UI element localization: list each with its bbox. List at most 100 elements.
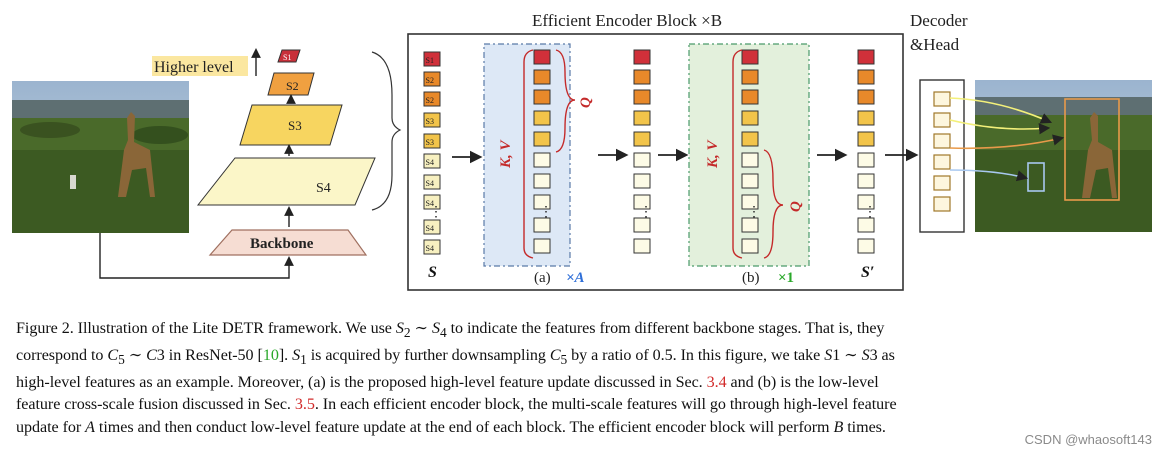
feature-box-2 — [741, 110, 759, 126]
feature-level-label: S4 — [426, 244, 434, 253]
encoder-block-title: Efficient Encoder Block ×B — [532, 11, 722, 30]
feature-box-2 — [741, 69, 759, 85]
panel-b-repeat: ×1 — [778, 270, 794, 286]
feature-box-3 — [857, 217, 875, 233]
feature-box-3 — [857, 110, 875, 126]
pyramid-s4-label: S4 — [316, 181, 331, 196]
decoder-query-box — [933, 154, 951, 170]
feature-box-1 — [633, 152, 651, 168]
feature-box-2 — [741, 194, 759, 210]
feature-box-3 — [857, 152, 875, 168]
feature-box-3 — [857, 69, 875, 85]
feature-box-s — [423, 239, 441, 255]
ellipsis-dots: ⋮ — [539, 205, 553, 220]
higher-level-highlight — [152, 56, 248, 76]
feature-box-0 — [533, 238, 551, 254]
decoder-label: Decoder — [910, 11, 968, 30]
panel-a-label: (a) — [534, 270, 551, 286]
panel-b-q-label: Q — [788, 201, 804, 212]
column-s-prime-label: S′ — [861, 264, 874, 281]
feature-box-s — [423, 153, 441, 169]
feature-box-2 — [741, 173, 759, 189]
lite-detr-framework-diagram: Higher level S1 S2 S3 S4 Backbone Effici… — [12, 11, 1152, 291]
ellipsis-dots: ⋮ — [747, 205, 761, 220]
image-to-backbone-arrow — [99, 233, 294, 279]
caption-line-2: correspond to C5 ∼ C3 in ResNet-50 [10].… — [16, 346, 895, 368]
feature-box-2 — [741, 217, 759, 233]
feature-box-0 — [533, 131, 551, 147]
output-image — [949, 80, 1152, 232]
feature-box-2 — [741, 238, 759, 254]
feature-level-label: S4 — [426, 158, 434, 167]
feature-box-1 — [633, 69, 651, 85]
panel-a-q-label: Q — [578, 97, 594, 108]
feature-box-0 — [533, 152, 551, 168]
feature-level-label: S3 — [426, 117, 434, 126]
feature-level-label: S1 — [426, 56, 434, 65]
efficient-encoder-block: Efficient Encoder Block ×B S1S2S2S3S3S4S… — [407, 11, 919, 291]
caption-line-5: update for A times and then conduct low-… — [16, 418, 886, 436]
feature-box-3 — [857, 238, 875, 254]
feature-box-1 — [633, 238, 651, 254]
feature-box-1 — [633, 194, 651, 210]
ellipsis-dots: ⋮ — [863, 205, 877, 220]
caption-line-4: feature cross-scale fusion discussed in … — [16, 396, 897, 414]
pyramid-s3 — [239, 104, 343, 146]
feature-box-s — [423, 194, 441, 210]
giraffe-bbox — [1064, 98, 1120, 201]
feature-box-2 — [741, 131, 759, 147]
feature-box-s — [423, 71, 441, 87]
higher-level-label: Higher level — [154, 59, 234, 76]
feature-box-s — [423, 133, 441, 149]
feature-box-s — [423, 112, 441, 128]
feature-box-3 — [857, 49, 875, 65]
feature-box-3 — [857, 173, 875, 189]
feature-box-1 — [633, 173, 651, 189]
decoder-queries — [933, 91, 951, 212]
feature-level-label: S2 — [426, 96, 434, 105]
ellipsis-dots: ⋮ — [639, 205, 653, 220]
feature-level-label: S4 — [426, 179, 434, 188]
watermark: CSDN @whaosoft143 — [1024, 432, 1152, 447]
panel-a — [483, 43, 571, 267]
decoder-query-box — [933, 112, 951, 128]
feature-box-0 — [533, 89, 551, 105]
feature-box-1 — [633, 110, 651, 126]
pyramid-brace — [371, 51, 402, 211]
feature-box-1 — [633, 49, 651, 65]
feature-box-0 — [533, 69, 551, 85]
pyramid-s1 — [277, 49, 301, 63]
feature-box-2 — [741, 49, 759, 65]
decoder-head: Decoder &Head — [910, 11, 968, 233]
feature-pyramid: Higher level S1 S2 S3 S4 Backbone — [99, 48, 402, 279]
pyramid-s2-label: S2 — [286, 79, 299, 93]
feature-box-2 — [741, 152, 759, 168]
feature-level-label: S4 — [426, 199, 434, 208]
pyramid-s3-label: S3 — [288, 118, 302, 133]
panel-b-kv-label: K, V — [705, 138, 721, 169]
feature-box-0 — [533, 49, 551, 65]
panel-a-kv-label: K, V — [498, 138, 514, 169]
feature-box-s — [423, 219, 441, 235]
figure-caption: Figure 2. Illustration of the Lite DETR … — [16, 318, 1156, 439]
head-label: &Head — [910, 35, 960, 54]
pyramid-s1-label: S1 — [283, 53, 291, 62]
encoder-block-frame — [407, 33, 904, 291]
decoder-query-box — [933, 175, 951, 191]
feature-box-3 — [857, 89, 875, 105]
feature-box-0 — [533, 217, 551, 233]
feature-level-label: S3 — [426, 138, 434, 147]
caption-line-3: high-level features as an example. Moreo… — [16, 373, 879, 391]
decoder-query-box — [933, 133, 951, 149]
feature-box-3 — [857, 194, 875, 210]
caption-line-1: Figure 2. Illustration of the Lite DETR … — [16, 320, 885, 341]
feature-box-0 — [533, 110, 551, 126]
feature-box-s — [423, 51, 441, 67]
feature-level-label: S4 — [426, 224, 434, 233]
feature-box-1 — [633, 89, 651, 105]
ellipsis-dots: ⋮ — [429, 205, 443, 220]
feature-box-s — [423, 91, 441, 107]
feature-level-label: S2 — [426, 76, 434, 85]
feature-box-2 — [741, 89, 759, 105]
